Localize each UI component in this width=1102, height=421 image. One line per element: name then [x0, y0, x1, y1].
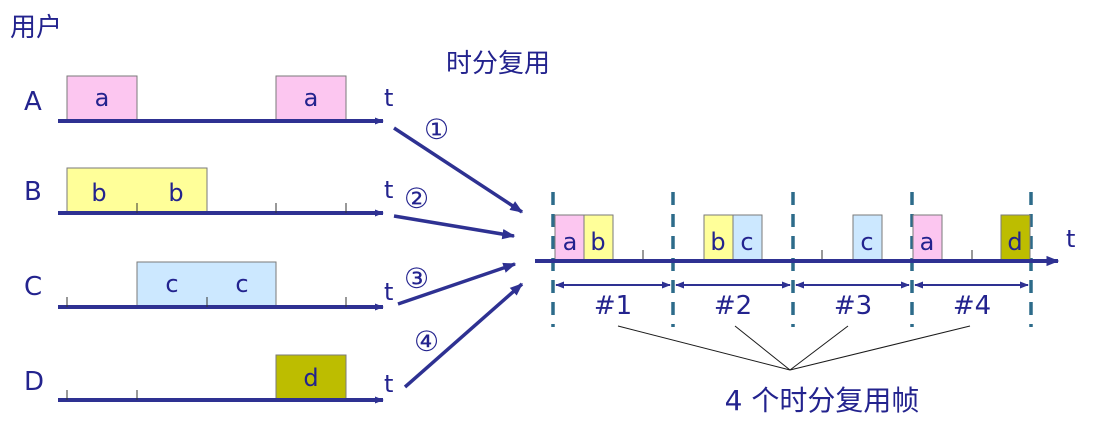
- user-a-row: A a a t: [24, 75, 393, 125]
- user-d-t-label: t: [384, 370, 393, 398]
- mux-slot-label: a: [563, 228, 578, 256]
- channel-1-label: ①: [424, 113, 449, 146]
- mux-slot: [732, 214, 763, 261]
- user-c-block-1-label: c: [165, 270, 178, 298]
- user-b-row: B b b t: [24, 167, 393, 217]
- mux-slot: [703, 214, 734, 261]
- user-a-block-1: [66, 75, 138, 122]
- mux-t-label: t: [1066, 225, 1075, 253]
- user-b-t-label: t: [384, 176, 393, 204]
- user-a-block-1-label: a: [95, 84, 110, 112]
- user-c-label: C: [24, 272, 42, 302]
- caption-pointer: [734, 325, 791, 371]
- frame-2-label: #2: [714, 291, 752, 321]
- diagram-title: 时分复用: [446, 49, 550, 79]
- mux-slot-label: a: [920, 228, 935, 256]
- user-a-block-2: [275, 75, 347, 122]
- user-d-block-label: d: [303, 364, 318, 392]
- user-d-label: D: [24, 367, 44, 397]
- frame-3-label: #3: [834, 291, 872, 321]
- user-b-block-1-label: b: [91, 179, 106, 207]
- mux-slot-label: c: [860, 228, 873, 256]
- caption-pointer: [789, 325, 971, 371]
- users-heading: 用户: [10, 13, 62, 43]
- user-c-row: C c c t: [24, 261, 393, 311]
- user-b-label: B: [24, 177, 42, 207]
- frames-caption: 4 个时分复用帧: [725, 384, 920, 417]
- mux-slot-label: c: [740, 228, 753, 256]
- user-c-t-label: t: [384, 278, 393, 306]
- frames-caption-group: 4 个时分复用帧: [617, 325, 971, 417]
- mux-slot-label: b: [590, 228, 605, 256]
- user-a-t-label: t: [384, 84, 393, 112]
- caption-pointer: [789, 325, 849, 371]
- user-a-block-2-label: a: [304, 84, 319, 112]
- mux-slot-label: b: [710, 228, 725, 256]
- channel-4-arrow: [403, 282, 524, 389]
- channel-2-arrow: [393, 214, 516, 240]
- user-c-block-2-label: c: [235, 270, 248, 298]
- channel-2-label: ②: [404, 182, 429, 215]
- caption-pointer: [617, 325, 791, 371]
- mux-slot: [912, 214, 943, 261]
- multiplexed-line: a b b c c a d t #1 #2 #3 #4: [535, 192, 1075, 327]
- user-b-block-2-label: b: [168, 179, 183, 207]
- mux-slot: [583, 214, 614, 261]
- user-d-row: D d t: [24, 354, 393, 404]
- converging-arrows: ① ② ③ ④: [393, 113, 524, 389]
- channel-3-label: ③: [404, 262, 429, 295]
- channel-1-arrow: [393, 126, 524, 214]
- user-a-label: A: [24, 87, 42, 117]
- channel-3-arrow: [397, 262, 517, 306]
- frame-1-label: #1: [594, 291, 632, 321]
- frame-4-label: #4: [953, 291, 991, 321]
- mux-slot: [1000, 214, 1031, 261]
- channel-4-label: ④: [414, 325, 439, 358]
- mux-slot-label: d: [1007, 228, 1022, 256]
